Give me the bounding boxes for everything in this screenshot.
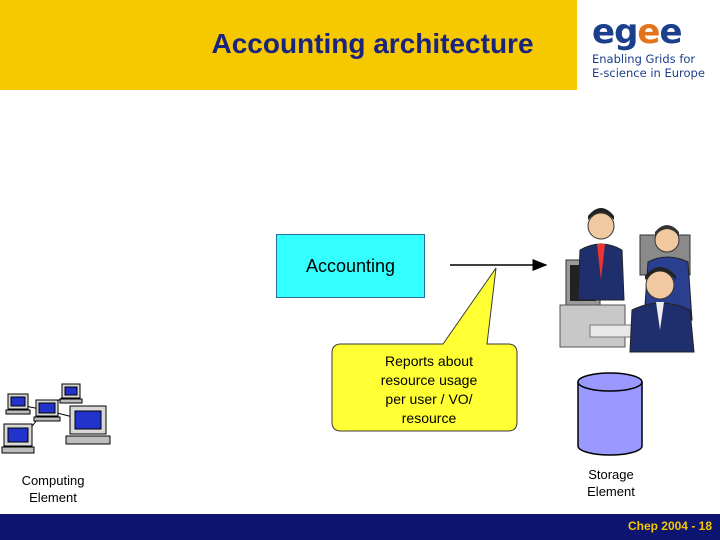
logo-tagline-2: E-science in Europe	[592, 66, 705, 80]
callout-line: resource	[337, 409, 521, 428]
egee-logo-mark: egee	[592, 12, 682, 52]
users-at-computers-icon	[560, 208, 694, 352]
egee-logo: egee Enabling Grids for E-science in Eur…	[590, 12, 715, 84]
accounting-box: Accounting	[276, 234, 425, 298]
report-callout-text: Reports about resource usage per user / …	[337, 352, 521, 428]
slide-number: Chep 2004 - 18	[628, 519, 712, 533]
logo-tagline-1: Enabling Grids for	[592, 52, 695, 66]
callout-line: Reports about	[337, 352, 521, 371]
callout-line: per user / VO/	[337, 390, 521, 409]
callout-line: resource usage	[337, 371, 521, 390]
computing-element-icon	[2, 384, 110, 453]
computing-element-label: Computing Element	[8, 472, 98, 506]
storage-element-label: Storage Element	[566, 466, 656, 500]
footer-bar: Chep 2004 - 18	[0, 514, 720, 540]
storage-element-icon	[578, 373, 642, 455]
